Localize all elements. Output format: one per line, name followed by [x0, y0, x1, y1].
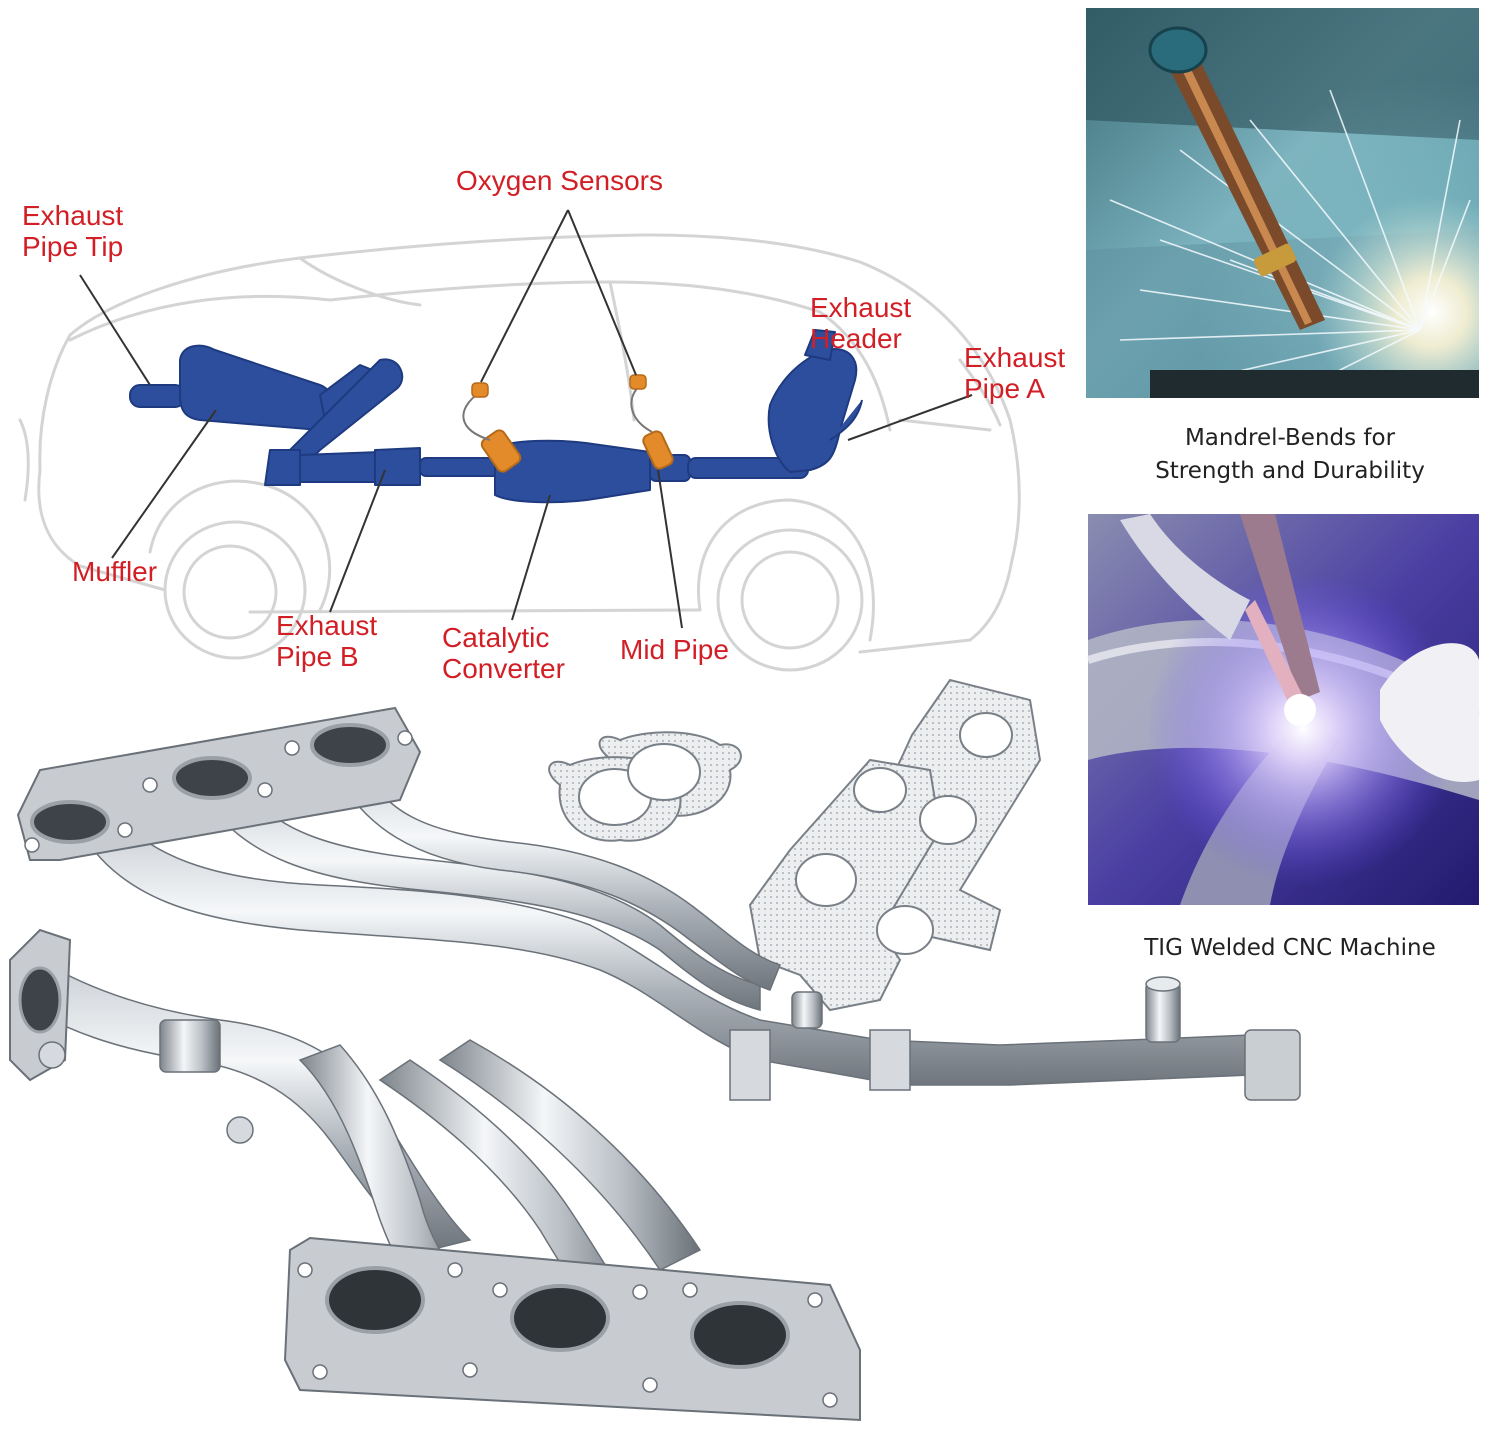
exhaust-pipe-tip — [129, 384, 186, 408]
welding-sparks-photo — [1086, 8, 1479, 398]
car-outline — [18, 233, 1021, 672]
label-muffler: Muffler — [72, 556, 158, 587]
catalytic-converter-shape — [494, 439, 651, 504]
oxygen-sensor-left — [480, 429, 522, 473]
label-oxygen-sensors: Oxygen Sensors — [456, 165, 663, 196]
leader-oxygen-sensors-left — [480, 209, 569, 383]
label-exhaust-header: Exhaust Header — [810, 292, 912, 354]
label-exhaust-pipe-b: Exhaust Pipe B — [276, 610, 378, 672]
leader-catalytic-converter — [511, 494, 551, 621]
muffler-shape — [179, 344, 336, 431]
label-exhaust-pipe-a: Exhaust Pipe A — [964, 342, 1066, 404]
caption-tig-welded: TIG Welded CNC Machine — [1144, 935, 1436, 961]
leader-mid-pipe — [657, 469, 683, 629]
tig-welding-photo — [1086, 514, 1481, 905]
leader-exhaust-pipe-a — [847, 394, 973, 441]
leader-lines — [79, 209, 973, 629]
exhaust-system — [129, 329, 863, 504]
leader-oxygen-sensors-right — [567, 209, 637, 376]
leader-exhaust-pipe-b — [329, 469, 386, 613]
oxygen-sensor-right — [642, 430, 674, 470]
header-upper — [16, 706, 1301, 1101]
label-exhaust-pipe-tip: Exhaust Pipe Tip — [22, 200, 124, 262]
label-catalytic-converter: Catalytic Converter — [442, 622, 565, 684]
exhaust-gasket-set — [548, 678, 1042, 1012]
label-mid-pipe: Mid Pipe — [620, 634, 729, 665]
stainless-exhaust-header-set — [9, 706, 1301, 1422]
caption-mandrel-bends: Mandrel-Bends for Strength and Durabilit… — [1155, 425, 1425, 484]
leader-exhaust-pipe-tip — [79, 274, 151, 386]
leader-muffler — [111, 409, 217, 559]
header-lower — [9, 928, 861, 1422]
exhaust-header-shape — [767, 348, 858, 473]
oxygen-sensors — [462, 374, 674, 473]
